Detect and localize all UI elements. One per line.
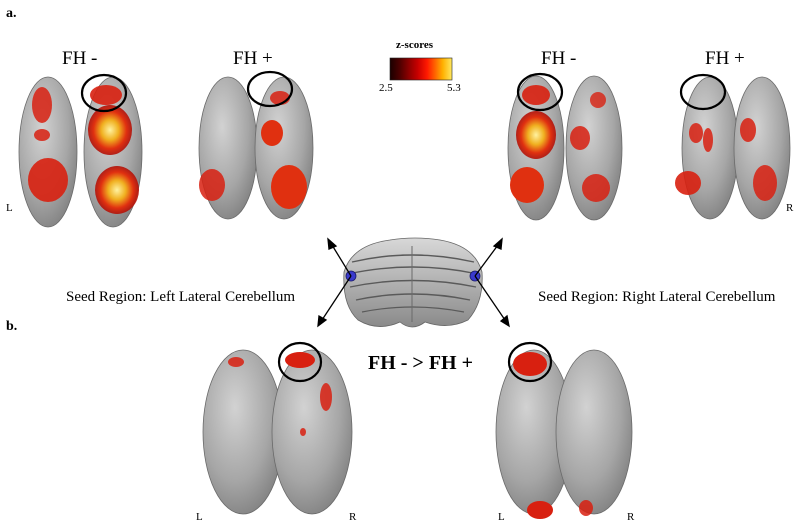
colorbar bbox=[389, 57, 453, 81]
roi-circle bbox=[246, 70, 294, 108]
colorbar-max-label: 5.3 bbox=[447, 82, 461, 94]
colorbar-min-label: 2.5 bbox=[379, 82, 393, 94]
seed-label-right: Seed Region: Right Lateral Cerebellum bbox=[538, 289, 776, 305]
seed-arrows bbox=[317, 237, 510, 328]
hemisphere-label-left: L bbox=[196, 511, 203, 523]
hemisphere-label-right: R bbox=[349, 511, 357, 523]
colorbar-title: z-scores bbox=[396, 39, 434, 51]
condition-label-fh-plus: FH + bbox=[705, 48, 745, 69]
roi-circle bbox=[277, 341, 323, 383]
seed-label-left: Seed Region: Left Lateral Cerebellum bbox=[66, 289, 296, 305]
brain-a-left-fh-minus bbox=[18, 76, 143, 228]
hemisphere-label-right: R bbox=[627, 511, 635, 523]
brain-a-right-fh-minus bbox=[507, 75, 623, 221]
panel-label-b: b. bbox=[6, 319, 18, 334]
brain-a-right-fh-plus bbox=[675, 76, 791, 220]
roi-circle bbox=[516, 72, 564, 112]
brain-b-right bbox=[495, 349, 633, 519]
hemisphere-label-left: L bbox=[498, 511, 505, 523]
contrast-label: FH - > FH + bbox=[368, 352, 473, 374]
roi-circle bbox=[507, 341, 553, 383]
condition-label-fh-minus: FH - bbox=[541, 48, 577, 69]
roi-circle bbox=[679, 73, 727, 111]
panel-label-a: a. bbox=[6, 6, 17, 21]
condition-label-fh-minus: FH - bbox=[62, 48, 98, 69]
condition-label-fh-plus: FH + bbox=[233, 48, 273, 69]
cerebellum bbox=[343, 237, 483, 328]
hemisphere-label-left: L bbox=[6, 202, 13, 214]
roi-circle bbox=[80, 73, 128, 113]
brain-a-left-fh-plus bbox=[198, 76, 314, 220]
brain-b-left bbox=[202, 349, 353, 515]
hemisphere-label-right: R bbox=[786, 202, 794, 214]
